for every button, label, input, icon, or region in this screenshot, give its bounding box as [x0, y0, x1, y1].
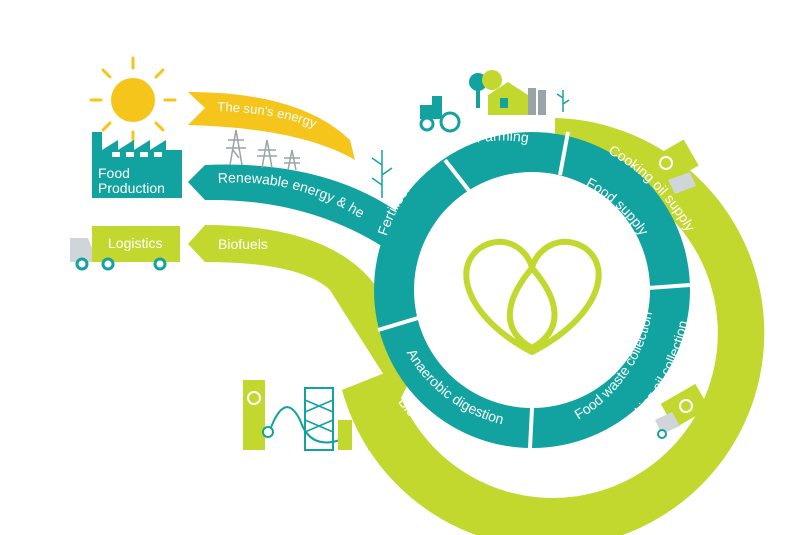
biofuels-label: Biofuels — [218, 236, 268, 252]
food-production-label-line2: Production — [98, 180, 165, 196]
plant-icon — [371, 90, 570, 198]
refinery-icon — [243, 380, 382, 451]
pylon-icon — [226, 129, 300, 171]
biofuels-band — [188, 225, 420, 400]
farm-icon — [469, 70, 546, 115]
factory-icon — [92, 132, 182, 198]
tractor-icon — [419, 96, 461, 133]
heart-drop-icon — [463, 238, 602, 355]
used-oil-truck-icon — [655, 383, 710, 439]
logistics-label: Logistics — [108, 235, 162, 251]
cooking-oil-truck-icon — [647, 139, 699, 194]
food-production-label-line1: Food — [98, 165, 130, 181]
sun-icon — [89, 56, 177, 144]
truck-icon — [70, 226, 180, 271]
inner-white-core — [414, 172, 650, 408]
farming-label: Farming — [475, 128, 530, 146]
renewable-energy-band — [188, 164, 420, 262]
sun-energy-band — [188, 92, 355, 160]
renewable-energy-label: Renewable energy & heat — [0, 0, 368, 221]
